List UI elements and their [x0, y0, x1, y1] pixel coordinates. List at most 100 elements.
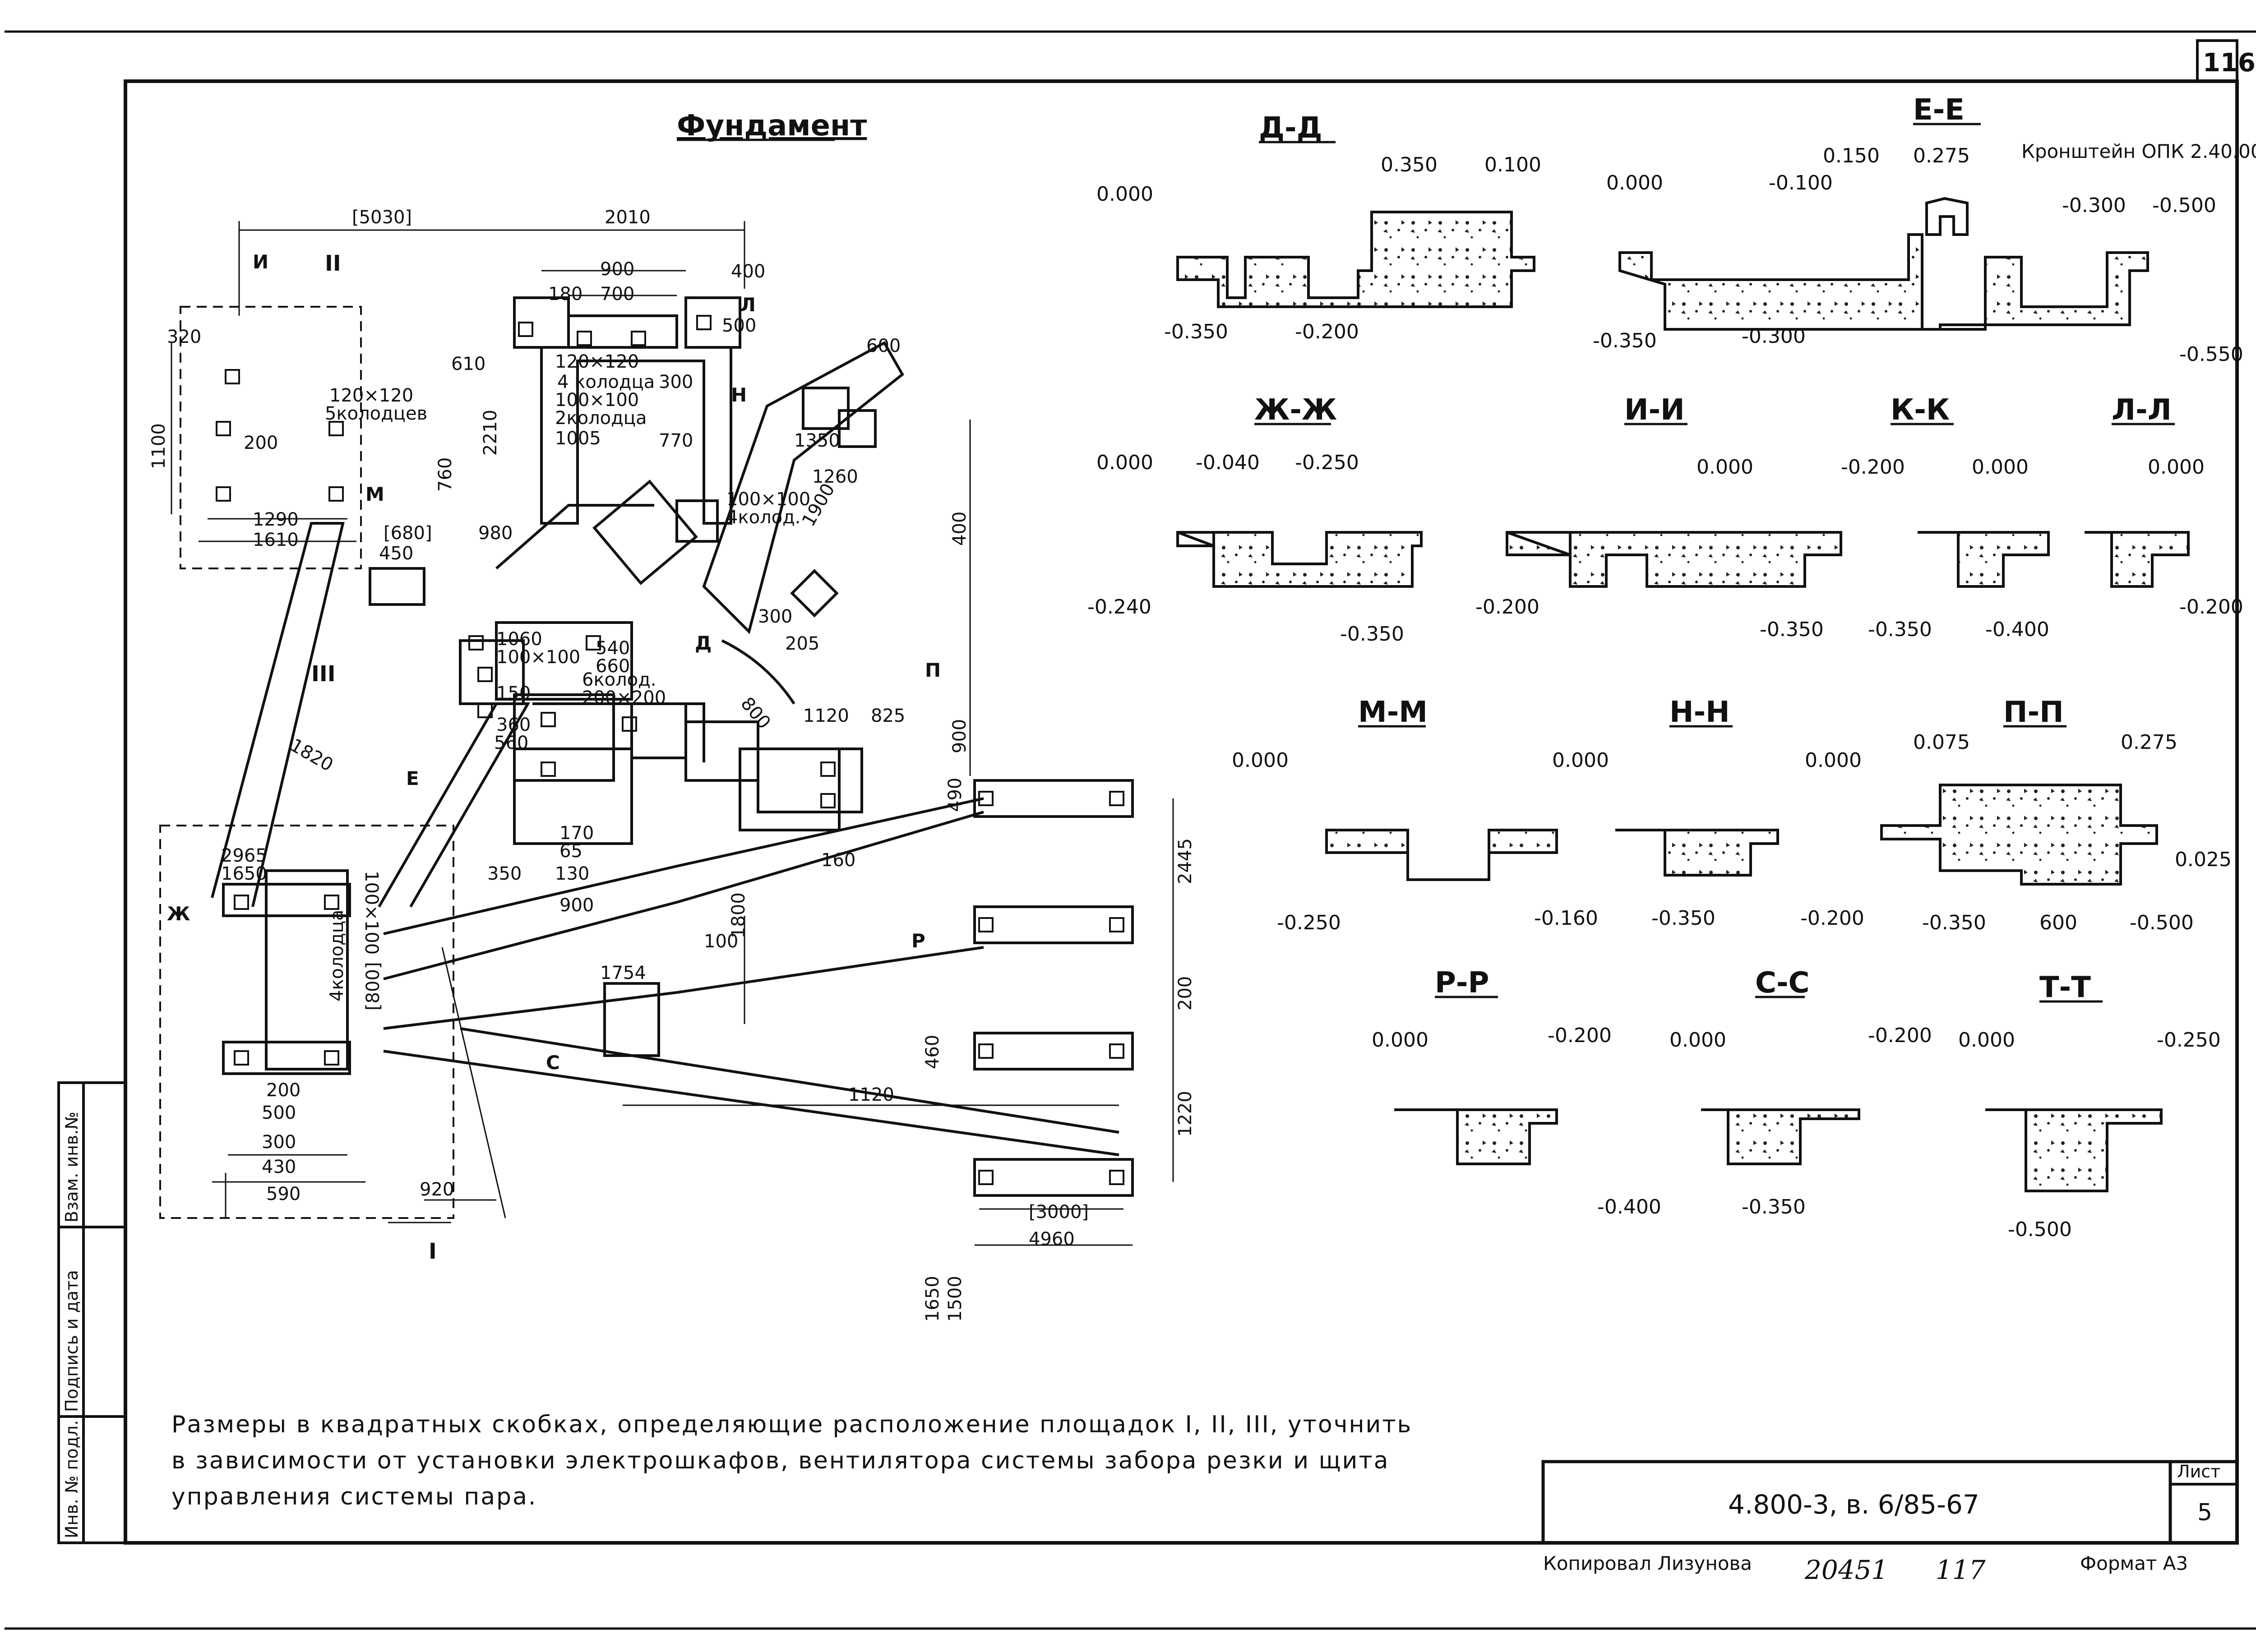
dim-label: 360	[496, 715, 531, 735]
dim-label: 1290	[253, 509, 299, 530]
level-label: 0.000	[1096, 451, 1153, 474]
manhole-marks	[216, 315, 1124, 1185]
dim-label: 560	[494, 733, 528, 753]
dim-label: [800]	[363, 962, 384, 1011]
section-mark: П	[925, 659, 941, 681]
sheet-frame	[5, 30, 2256, 1630]
section-title: Л-Л	[2112, 393, 2172, 427]
dim-label: 205	[785, 633, 819, 654]
dim-label: 1060	[496, 629, 542, 650]
stamp-signature-date: Подпись и дата	[62, 1270, 82, 1412]
title-block: 4.800-3, в. 6/85-67 Лист 5	[1728, 1462, 2220, 1526]
section-mark: И	[253, 251, 268, 273]
level-label: -0.300	[1742, 325, 1806, 348]
level-label: -0.400	[1597, 1195, 1661, 1218]
level-label: 0.000	[1697, 456, 1753, 479]
level-label: 0.000	[1552, 749, 1609, 772]
plan-outlines	[159, 296, 1134, 1219]
level-label: -0.250	[1295, 451, 1359, 474]
section-r-r: Р-Р 0.000 -0.200 -0.400	[1372, 966, 1661, 1218]
dim-label: 300	[758, 606, 792, 627]
dim-label: 1260	[812, 466, 858, 487]
side-stamp: Инв. № подл. Подпись и дата Взам. инв.№	[62, 1112, 82, 1538]
section-s-s: С-С 0.000 -0.200 -0.350	[1669, 966, 1932, 1218]
dim-label: 300	[659, 372, 693, 392]
dim-label: 800	[736, 693, 774, 733]
dim-label: 200	[266, 1080, 300, 1101]
dim-label: 2010	[605, 207, 651, 228]
dim-label: 100×100	[361, 871, 382, 955]
level-label: -0.350	[1164, 320, 1228, 343]
dim-label: 150	[496, 683, 531, 704]
level-label: 0.000	[1372, 1029, 1428, 1052]
plan-section-marks: И II Л М Н III Д П Е Ж Р С I	[167, 251, 941, 1264]
level-label: 0.000	[1232, 749, 1289, 772]
dim-label: 2210	[480, 410, 501, 456]
dim-label: 1220	[1175, 1091, 1196, 1137]
level-label: 0.275	[2121, 731, 2177, 754]
dim-label: 1350	[794, 430, 840, 451]
dim-label: 900	[600, 259, 634, 280]
level-label: -0.550	[2179, 343, 2243, 366]
plan-dimension-texts: [5030] 2010 900 400 700 500 180 610 120×…	[148, 207, 1196, 1322]
dim-label: [5030]	[352, 207, 412, 228]
dim-label: 980	[478, 523, 513, 544]
dim-label: 200	[244, 433, 278, 453]
section-title: Е-Е	[1913, 93, 1965, 127]
dim-label: 100×100	[496, 647, 580, 668]
sections: Д-Д 0.000 0.350 0.100 -0.350 -0.200 Е-Е …	[1087, 93, 2256, 1241]
dim-label: 610	[451, 354, 485, 374]
dim-label: 900	[949, 719, 970, 753]
dim-label: 1120	[848, 1084, 894, 1105]
handwritten-number: 20451	[1804, 1555, 1888, 1585]
level-label: -0.300	[2062, 194, 2126, 217]
dim-label: 660	[596, 656, 630, 677]
level-label: 0.000	[1606, 171, 1663, 194]
dim-label: 160	[821, 850, 855, 871]
level-label: 0.000	[1972, 456, 2029, 479]
section-mark: Н	[731, 384, 747, 406]
note-line: в зависимости от установки электрошкафов…	[171, 1447, 1390, 1474]
dim-label: 400	[949, 512, 970, 546]
level-label: 0.100	[1484, 153, 1541, 176]
section-t-t: Т-Т 0.000 -0.250 -0.500	[1958, 971, 2221, 1241]
dim-label: 590	[266, 1184, 300, 1204]
general-note: Размеры в квадратных скобках, определяющ…	[171, 1411, 1411, 1510]
sheet-label: Лист	[2177, 1462, 2220, 1481]
level-label: -0.400	[1985, 618, 2049, 641]
dim-label: 300	[262, 1132, 296, 1153]
dim-label: 400	[731, 261, 765, 282]
level-label: 0.000	[2148, 456, 2205, 479]
dim-label: 100×100	[555, 390, 639, 411]
footer: Копировал Лизунова 20451 117 Формат А3	[1543, 1552, 2188, 1585]
section-mark: Л	[740, 294, 756, 316]
section-mark: Е	[406, 767, 419, 789]
dim-label: 6колод.	[582, 669, 656, 690]
dim-label: 4 колодца	[557, 372, 655, 392]
level-label: -0.500	[2008, 1218, 2072, 1241]
section-mark: Ж	[167, 903, 190, 925]
section-title: Д-Д	[1259, 111, 1322, 145]
dim-label: 430	[262, 1157, 296, 1177]
section-i-i: И-И 0.000 -0.200 -0.350	[1475, 393, 1842, 641]
section-mark: С	[546, 1052, 560, 1074]
stamp-inv-podl: Инв. № подл.	[62, 1420, 82, 1538]
dim-label: 600	[866, 336, 901, 356]
dim-label: 1650	[221, 863, 267, 884]
dim-label: 4колод.	[726, 507, 801, 528]
level-label: -0.250	[1277, 911, 1341, 934]
level-label: -0.160	[1534, 907, 1598, 930]
page-number: 116	[2203, 48, 2256, 78]
dim-label: 700	[600, 284, 634, 305]
section-title: Н-Н	[1669, 696, 1730, 729]
dim-label: 1610	[253, 530, 299, 550]
dim-label: 350	[487, 863, 522, 884]
level-label: 0.000	[1669, 1029, 1726, 1052]
section-title: Т-Т	[2039, 971, 2091, 1004]
section-title: М-М	[1358, 696, 1428, 729]
section-k-k: К-К -0.200 0.000 -0.350 -0.400	[1841, 393, 2050, 641]
level-label: 0.075	[1913, 731, 1970, 754]
dim-label: 1754	[600, 963, 646, 983]
level-label: -0.200	[1548, 1024, 1612, 1047]
